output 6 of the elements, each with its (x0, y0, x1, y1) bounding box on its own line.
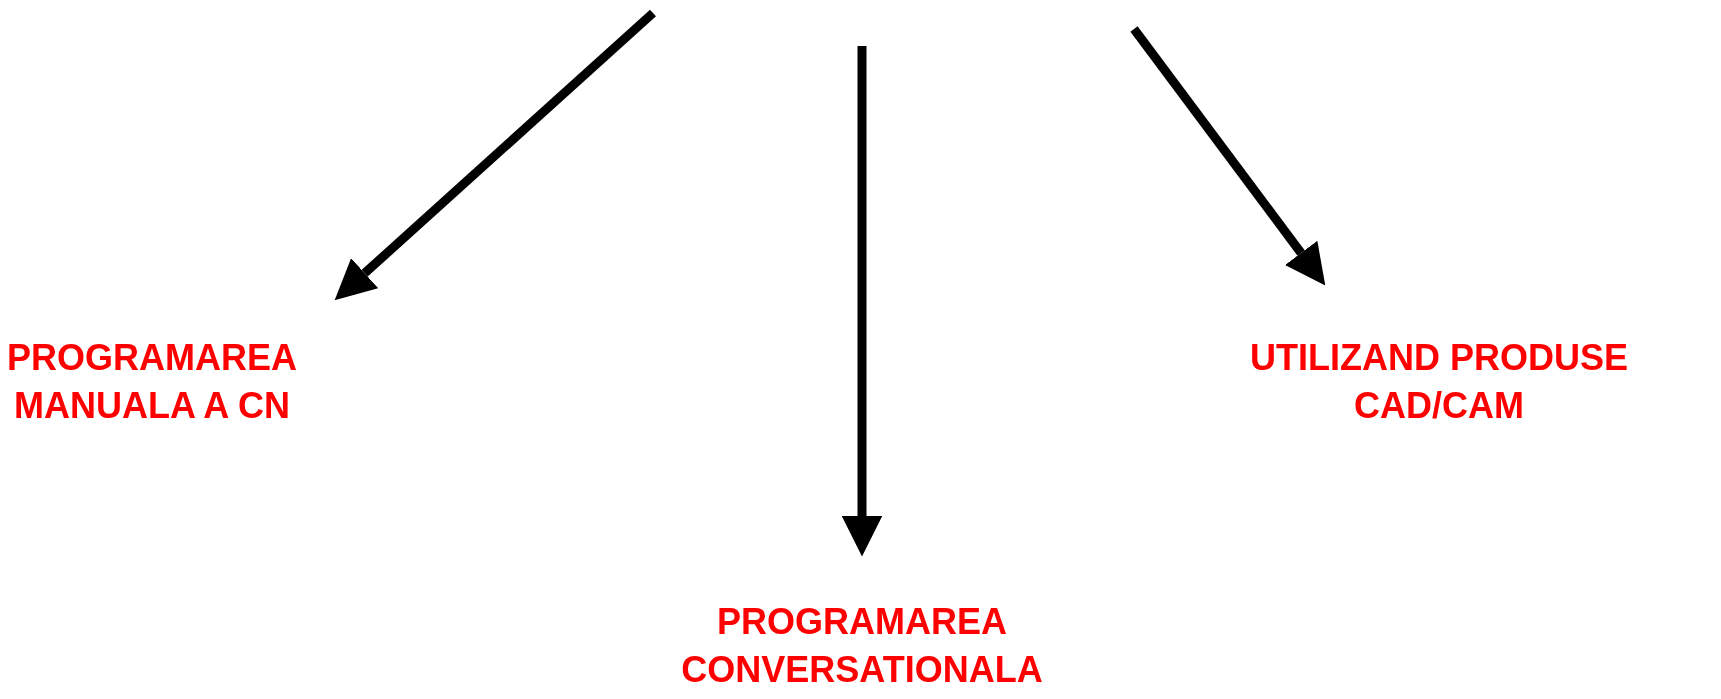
node-label: PROGRAMAREA CONVERSATIONALA (680, 600, 1044, 692)
arrow (841, 46, 883, 557)
node-label: PROGRAMAREA MANUALA A CN (6, 336, 298, 428)
node-label: UTILIZAND PRODUSE CAD/CAM (1249, 336, 1629, 428)
arrow (334, 9, 656, 301)
arrow (1130, 26, 1326, 286)
